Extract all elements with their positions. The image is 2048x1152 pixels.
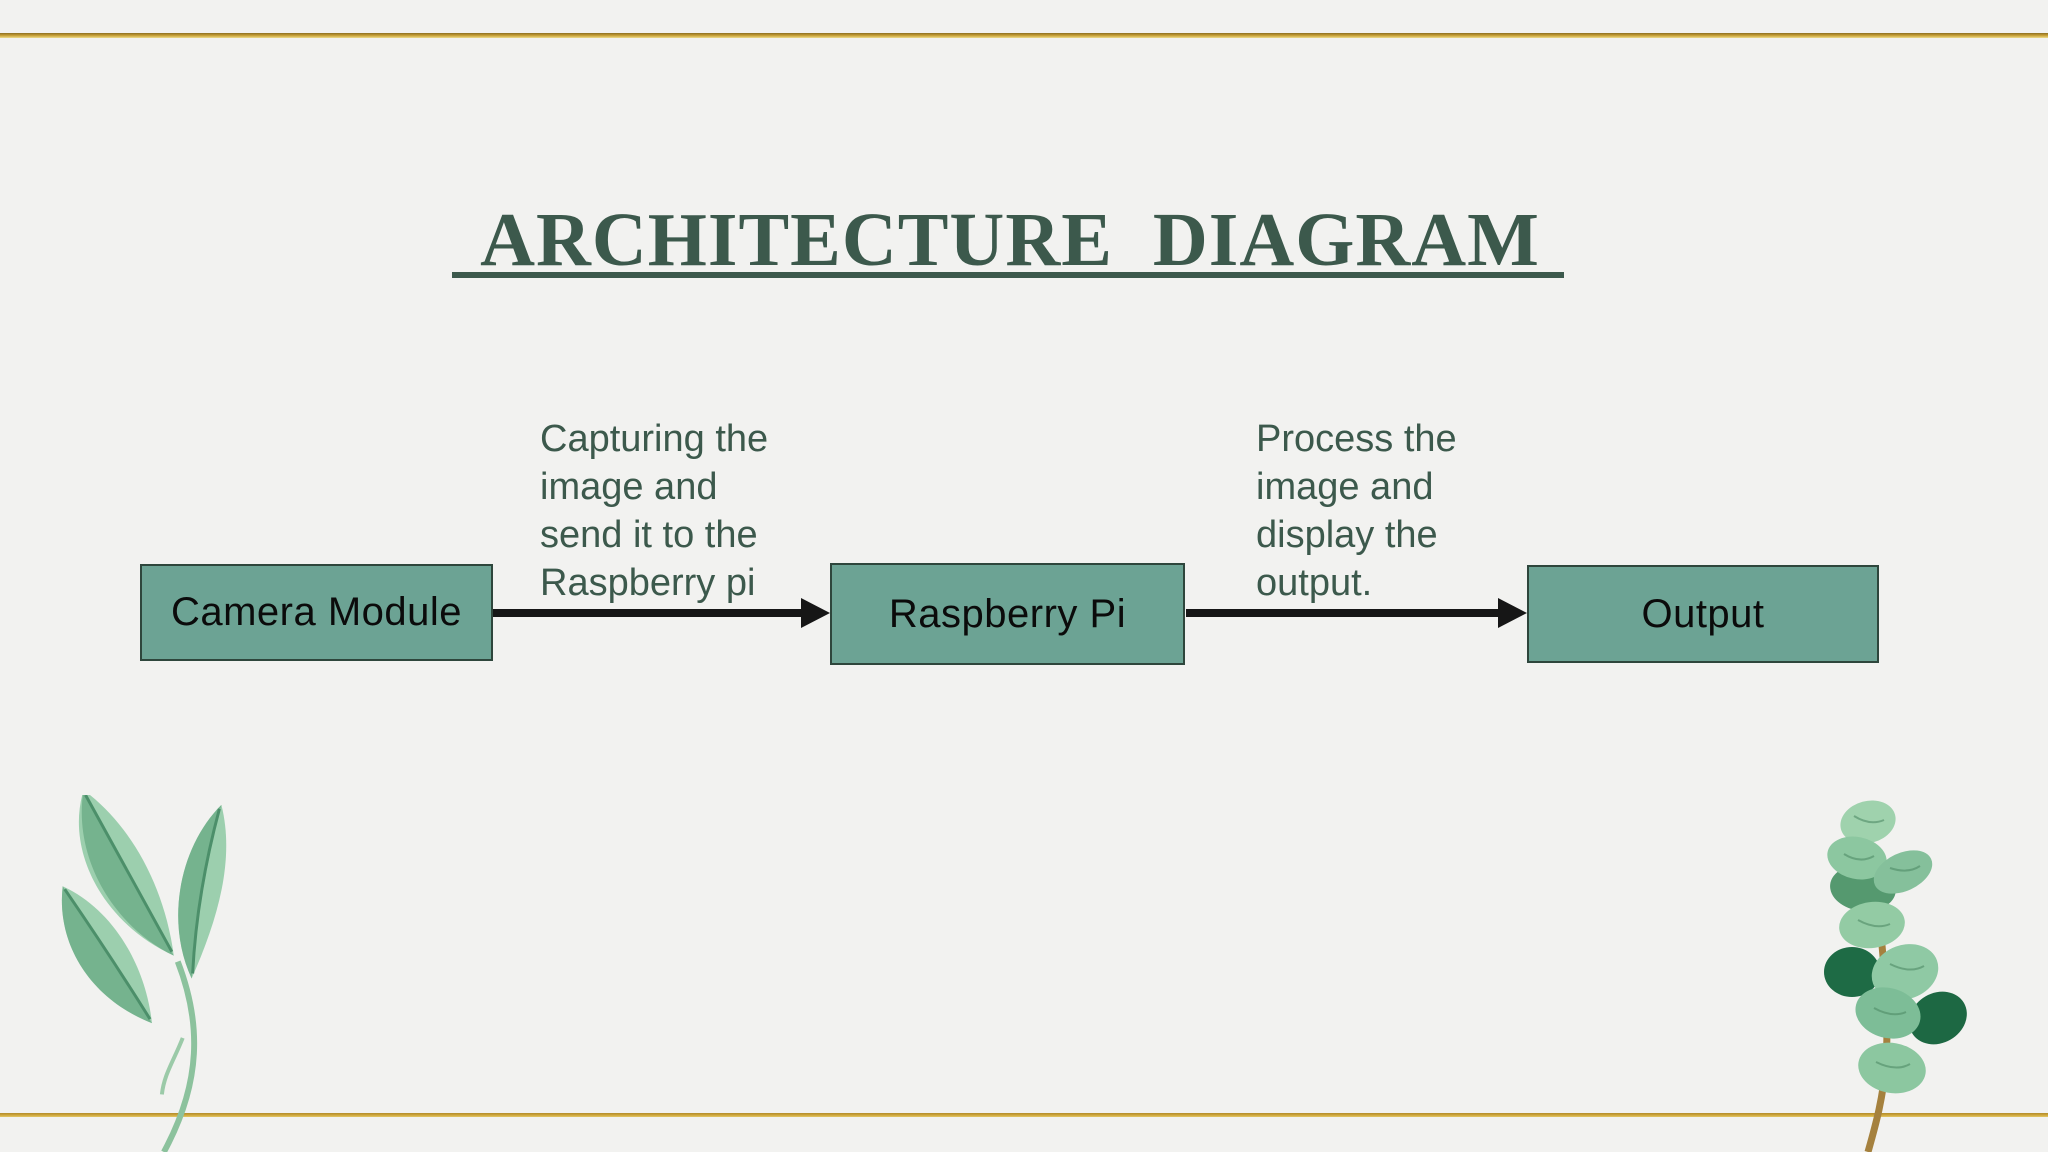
node-label: Output — [1641, 591, 1765, 636]
edge-label-line: Capturing the — [540, 418, 769, 460]
leaf-branch-illustration — [61, 795, 227, 1152]
node-output: Output — [1527, 565, 1879, 663]
arrow-pi-to-output — [1186, 598, 1527, 628]
title-underline — [452, 272, 1564, 278]
page-title: ARCHITECTURE DIAGRAM — [480, 198, 1540, 282]
node-label: Camera Module — [170, 590, 463, 634]
edge-label-line: output. — [1256, 562, 1373, 604]
top-accent-line — [0, 33, 2048, 38]
arrow-camera-to-pi — [493, 598, 830, 628]
node-camera-module: Camera Module — [140, 564, 493, 661]
edge-label-process: Process the image and display the output… — [1256, 415, 1457, 607]
edge-label-line: Process the — [1256, 418, 1457, 460]
edge-label-line: image and — [1256, 466, 1434, 508]
edge-label-line: display the — [1256, 514, 1438, 556]
arrow-line — [493, 609, 801, 617]
edge-label-line: Raspberry pi — [540, 562, 756, 604]
edge-label-capture: Capturing the image and send it to the R… — [540, 415, 768, 607]
arrow-head-icon — [801, 598, 830, 628]
eucalyptus-branch-illustration — [1824, 800, 1967, 1152]
node-label: Raspberry Pi — [888, 591, 1127, 636]
arrow-head-icon — [1498, 598, 1527, 628]
bottom-accent-line — [0, 1113, 2048, 1117]
arrow-line — [1186, 609, 1498, 617]
edge-label-line: send it to the — [540, 514, 758, 556]
edge-label-line: image and — [540, 466, 718, 508]
node-raspberry-pi: Raspberry Pi — [830, 563, 1185, 665]
